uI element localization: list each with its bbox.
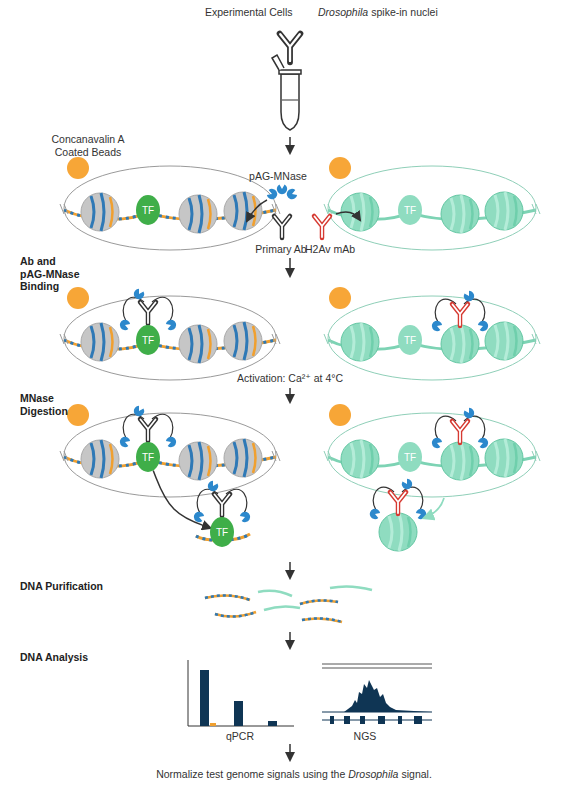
node-text: TF [404, 205, 416, 216]
flow-arrow [289, 744, 291, 760]
coverage-peak [322, 680, 432, 712]
text-label: Drosophila [348, 768, 398, 781]
primary-antibody [274, 216, 290, 238]
step-label: MNase Digestion [20, 392, 82, 417]
mnase-enzyme [285, 188, 298, 201]
h2av-antibody [314, 216, 330, 238]
dna-fragment [302, 618, 342, 622]
exon-block [330, 716, 334, 724]
tf-protein: TF [398, 195, 422, 225]
node-text: TF [404, 335, 416, 346]
dna-fragment [215, 612, 256, 617]
text-label: spike-in nuclei [371, 6, 438, 19]
tube-fill-line [282, 100, 298, 101]
text-label: Drosophila [318, 6, 368, 19]
release-arrow [153, 471, 210, 528]
antibody-icon [280, 34, 301, 63]
text-label: pAG-MNase [238, 170, 318, 183]
dna-fragment [300, 600, 338, 604]
step-label: DNA Purification [20, 580, 160, 593]
node-text: TF [142, 452, 154, 463]
tf-protein: TF [136, 442, 160, 472]
flow-arrow [289, 388, 291, 402]
exon-block [344, 716, 350, 724]
released-complex [368, 478, 427, 521]
binding-arrow [247, 200, 267, 221]
tf-protein: TF [398, 325, 422, 355]
tf-protein: TF [136, 195, 160, 225]
text-label: Concanavalin A Coated Beads [38, 133, 138, 158]
chart-bar [210, 723, 216, 726]
experimental-cell [60, 157, 280, 250]
flow-arrow [289, 137, 291, 153]
spike-in-nucleus [324, 404, 540, 497]
tf-protein: TF [210, 517, 234, 547]
text-label: qPCR [220, 730, 260, 743]
dna-fragment [264, 606, 300, 610]
dna-fragment [215, 612, 256, 617]
step-label: Ab and pAG-MNase Binding [20, 255, 82, 293]
text-label: NGS [345, 730, 385, 743]
chart-bar [268, 721, 277, 726]
step-label: DNA Analysis [20, 651, 160, 664]
node-text: TF [142, 335, 154, 346]
tf-protein: TF [398, 442, 422, 472]
tube-body [281, 74, 299, 130]
tube-lid [272, 55, 284, 70]
text-label: Primary Ab [250, 243, 312, 256]
flow-arrow [289, 562, 291, 578]
flow-arrow [289, 632, 291, 648]
experimental-cell [60, 404, 280, 497]
exon-block [398, 716, 402, 724]
dna-fragment [330, 586, 372, 590]
tube-rim [279, 70, 301, 74]
node-text: TF [142, 205, 154, 216]
mnase-enzyme [277, 185, 287, 195]
node-text: TF [404, 452, 416, 463]
dna-fragments [205, 586, 372, 622]
tf-protein: TF [136, 325, 160, 355]
experimental-cell [60, 287, 280, 380]
dna-fragment [205, 595, 250, 600]
flow-arrow [289, 258, 291, 276]
mnase-enzyme [266, 188, 279, 201]
dna-fragment [205, 595, 250, 600]
chart-bar [234, 701, 243, 726]
antibody-complex [430, 290, 489, 333]
binding-arrow [336, 212, 360, 220]
release-arrow [424, 498, 444, 518]
chart-bar [200, 670, 209, 726]
spike-in-nucleus [324, 287, 540, 380]
dna-fragment [258, 591, 292, 596]
text-row: Drosophilaspike-in nuclei [318, 6, 498, 19]
node-text: TF [216, 527, 228, 538]
text-label: H2Av mAb [298, 243, 362, 256]
text-label: Normalize test genome signals using the [156, 768, 345, 781]
exon-block [360, 716, 365, 724]
text-label: signal. [401, 768, 431, 781]
track-baseline [322, 712, 432, 713]
spike-in-nucleus [324, 157, 540, 250]
text-row: Normalize test genome signals using theD… [0, 768, 588, 781]
text-label: Activation: Ca²⁺ at 4°C [210, 372, 370, 385]
chart-axes [188, 660, 294, 726]
dna-fragment [300, 600, 338, 604]
dna-fragment [302, 618, 342, 622]
track-frame [322, 664, 432, 668]
antibody-complex [430, 407, 489, 450]
released-nucleosome [379, 513, 417, 551]
text-label: Experimental Cells [205, 6, 305, 19]
exon-block [378, 716, 385, 724]
exon-block [414, 716, 422, 724]
